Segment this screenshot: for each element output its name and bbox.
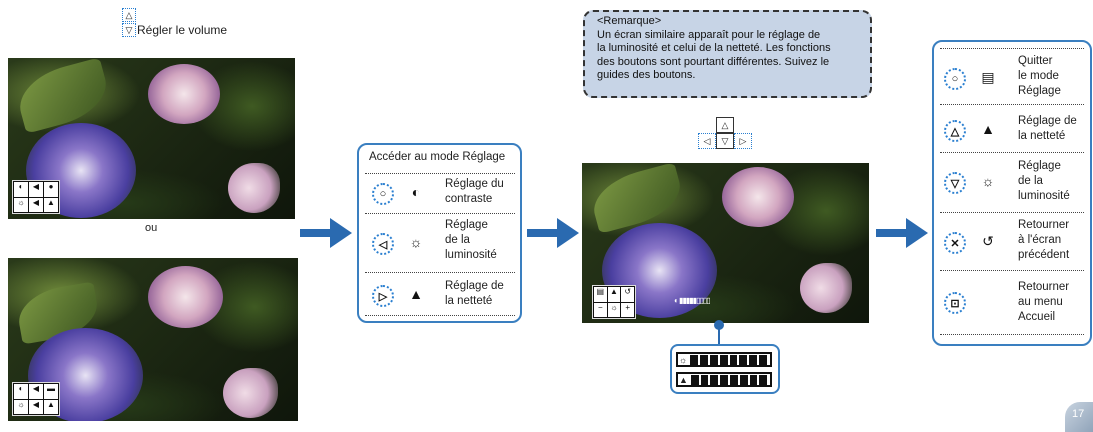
overlay-icons: ◐◀●☼◀▲ — [12, 180, 60, 214]
circle-button-icon: ○ — [944, 68, 966, 90]
up-button-icon: △ — [944, 120, 966, 142]
sharpness-icon: ▲ — [981, 121, 995, 137]
home-button-icon: ⊡ — [944, 292, 966, 314]
brightness-icon: ☼ — [409, 234, 423, 250]
level-bars-box — [670, 344, 780, 394]
volume-label: Régler le volume — [137, 23, 228, 37]
right-key: ▷ — [734, 133, 752, 149]
left-key: ◁ — [698, 133, 716, 149]
page-number: 17 — [1065, 402, 1093, 432]
camera-photo-bottom: ◐◀▬☼◀▲ — [8, 258, 298, 421]
contrast-icon: ◐ — [411, 184, 421, 200]
flow-arrow — [527, 218, 579, 248]
flow-arrow — [300, 218, 352, 248]
back-icon: ↺ — [982, 233, 994, 249]
quit-menu-icon: ▤ — [981, 69, 995, 85]
up-key: △ — [716, 117, 734, 133]
left-button-icon: ◁ — [372, 233, 394, 255]
remark-note: <Remarque> Un écran similaire apparaît p… — [583, 10, 872, 98]
brightness-icon: ☼ — [981, 173, 995, 189]
volume-down-key: ▽ — [122, 23, 136, 37]
circle-button-icon: ○ — [372, 183, 394, 205]
adjust-menu-title: Accéder au mode Réglage — [369, 151, 506, 163]
camera-photo-adjust: ▤▲↺−☼+ ◐ ▮▮▮▮▮▯▯▯▯ — [582, 163, 869, 323]
brightness-level-bar: ☼ — [676, 352, 772, 367]
or-label: ou — [145, 222, 158, 234]
down-button-icon: ▽ — [944, 172, 966, 194]
sharpness-level-bar: ▲ — [676, 372, 772, 387]
contrast-level-bar: ◐ ▮▮▮▮▮▯▯▯▯ — [674, 296, 711, 305]
right-button-icon: ▷ — [372, 285, 394, 307]
overlay-icons: ▤▲↺−☼+ — [592, 285, 636, 319]
overlay-icons: ◐◀▬☼◀▲ — [12, 382, 60, 416]
camera-photo-top: ◐◀●☼◀▲ — [8, 58, 295, 219]
down-key: ▽ — [716, 133, 734, 149]
sharpness-icon: ▲ — [409, 286, 423, 302]
close-button-icon: ✕ — [944, 232, 966, 254]
flow-arrow — [876, 218, 928, 248]
volume-up-key: △ — [122, 8, 136, 22]
direction-keypad: △ ◁▽▷ — [698, 117, 752, 149]
